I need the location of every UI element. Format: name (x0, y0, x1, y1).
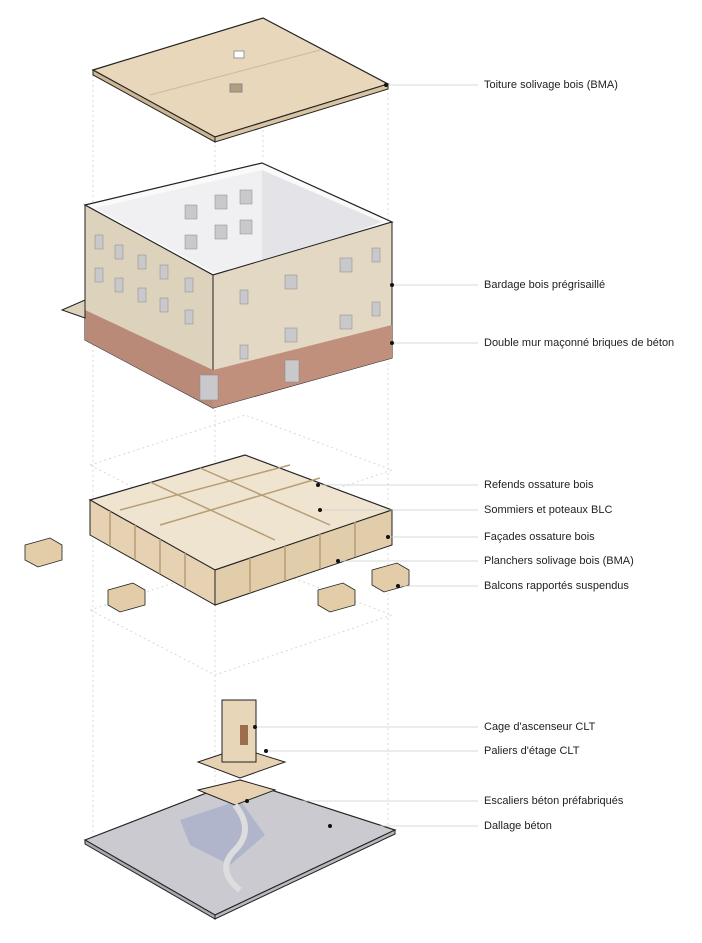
core-and-slab (83, 699, 397, 920)
label-partitions: Refends ossature bois (484, 479, 594, 491)
label-floors: Planchers solivage bois (BMA) (484, 555, 634, 567)
building-envelope (60, 162, 394, 409)
label-slab: Dallage béton (484, 820, 552, 832)
label-facades: Façades ossature bois (484, 531, 595, 543)
label-landings: Paliers d'étage CLT (484, 745, 580, 757)
leader-lines (247, 84, 478, 827)
label-stairs: Escaliers béton préfabriqués (484, 795, 624, 807)
label-masonry: Double mur maçonné briques de béton (484, 337, 675, 349)
label-balconies: Balcons rapportés suspendus (484, 580, 629, 592)
label-cladding: Bardage bois prégrisaillé (484, 279, 606, 291)
balconies (24, 537, 410, 613)
timber-frame-level (24, 454, 410, 613)
label-elevator: Cage d'ascenseur CLT (484, 721, 596, 733)
leader-dots (245, 83, 400, 828)
label-beams: Sommiers et poteaux BLC (484, 504, 613, 516)
roof-slab (91, 17, 390, 143)
label-roof: Toiture solivage bois (BMA) (484, 79, 618, 91)
